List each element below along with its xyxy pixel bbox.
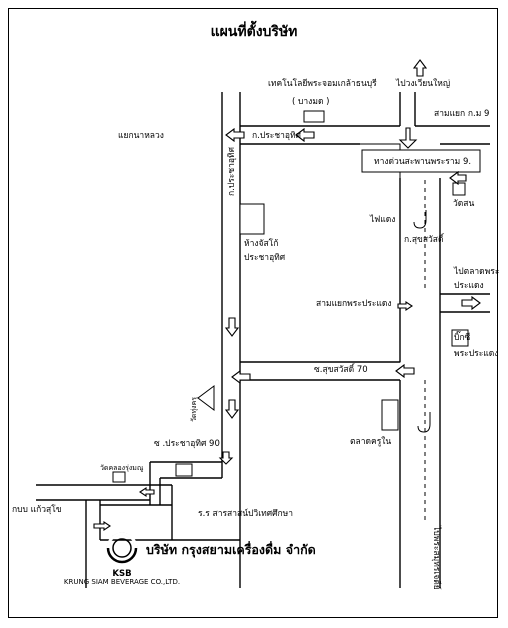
label-kmutt: เทคโนโลยีพระจอมเกล้าธนบุรี [268,78,377,89]
label-ko-pracha-uthit: ก.ประชาอุทิศ [252,131,302,141]
down-arrow-icon [398,127,418,149]
label-traffic-light: ไฟแดง [369,214,395,225]
label-expressway: ทางด่วนสะพานพระราม 9. [374,157,471,167]
right-arrow-icon [397,300,413,312]
down-arrow-icon [224,399,240,419]
label-pracha-uthit-road: ก.ประชาอุทิศ [227,146,237,196]
label-jusco-2: ประชาอุทิศ [244,253,286,263]
up-arrow-icon [412,59,428,77]
kmutt-building [303,110,325,123]
ksb-logo-icon [106,532,138,564]
expressway-box [361,149,481,173]
wat-son-building [452,182,466,196]
down-arrow-icon [218,451,234,465]
left-arrow-icon [231,369,251,385]
market-building [381,399,399,431]
label-samyaek-phra-pradaeng: สามแยกพระประแดง [316,299,392,309]
right-arrow-icon [93,520,111,532]
label-to-market: ไปตลาดพระ [453,266,499,277]
label-km9: สามแยก ก.ม 9 [434,109,489,119]
label-ko-suksawat: ก.สุขสวัสดิ์ [404,233,445,245]
logo-subtext: KRUNG SIAM BEVERAGE CO.,LTD. [64,578,180,586]
label-to-wongwian-yai: ไปวงเวียนใหญ่ [395,78,450,89]
u-turn-icon [417,412,431,433]
left-arrow-icon [395,363,415,379]
left-arrow-icon [139,486,155,498]
left-arrow-icon [449,170,467,186]
label-kaewsukho: กบบ แก้วสุโข [12,504,62,515]
left-arrow-icon [295,127,315,143]
map-title: แผนที่ตั้งบริษัท [211,20,298,40]
label-soi-90: ซ .ประชาอุทิศ 90 [154,439,220,449]
logo-text: KSB [112,569,131,579]
label-wat-khlong: วัดคลองรุ่งมณู [100,464,144,472]
map-frame [8,8,498,618]
label-big-c-2: พระประแดง [454,349,498,359]
left-arrow-icon [225,127,245,143]
label-wat-thung-khru: วัดทุ่งครุ [190,397,198,422]
label-wat-son: วัดสน [453,199,474,209]
company-name: บริษัท กรุงสยามเครื่องดื่ม จำกัด [146,541,316,558]
label-to-phra-samut-chedi: ไปพระสมุทรเจดีย์ [431,525,442,590]
label-yaek-na-luang: แยกนาหลวง [118,131,164,141]
jusco-building [239,203,265,235]
down-arrow-icon [224,317,240,337]
label-to-market-2: ประแดง [454,281,484,291]
school-building [175,463,193,477]
label-talad-khru-nai: ตลาดครูใน [350,436,391,447]
label-bangmod: ( บางมด ) [292,97,329,107]
big-c-building [451,329,469,347]
label-jusco: ห้างจัสโก้ [244,238,278,249]
wat-thung-khru-icon [197,385,215,411]
label-school: ร.ร สารสาสน์ปวิเทศศึกษา [198,508,293,519]
label-big-c: บิ๊กซี [454,330,471,343]
label-soi-70: ซ.สุขสวัสดิ์ 70 [314,363,368,375]
wat-khlong-building [112,471,126,483]
right-arrow-icon [461,295,481,311]
u-turn-icon [413,210,427,229]
